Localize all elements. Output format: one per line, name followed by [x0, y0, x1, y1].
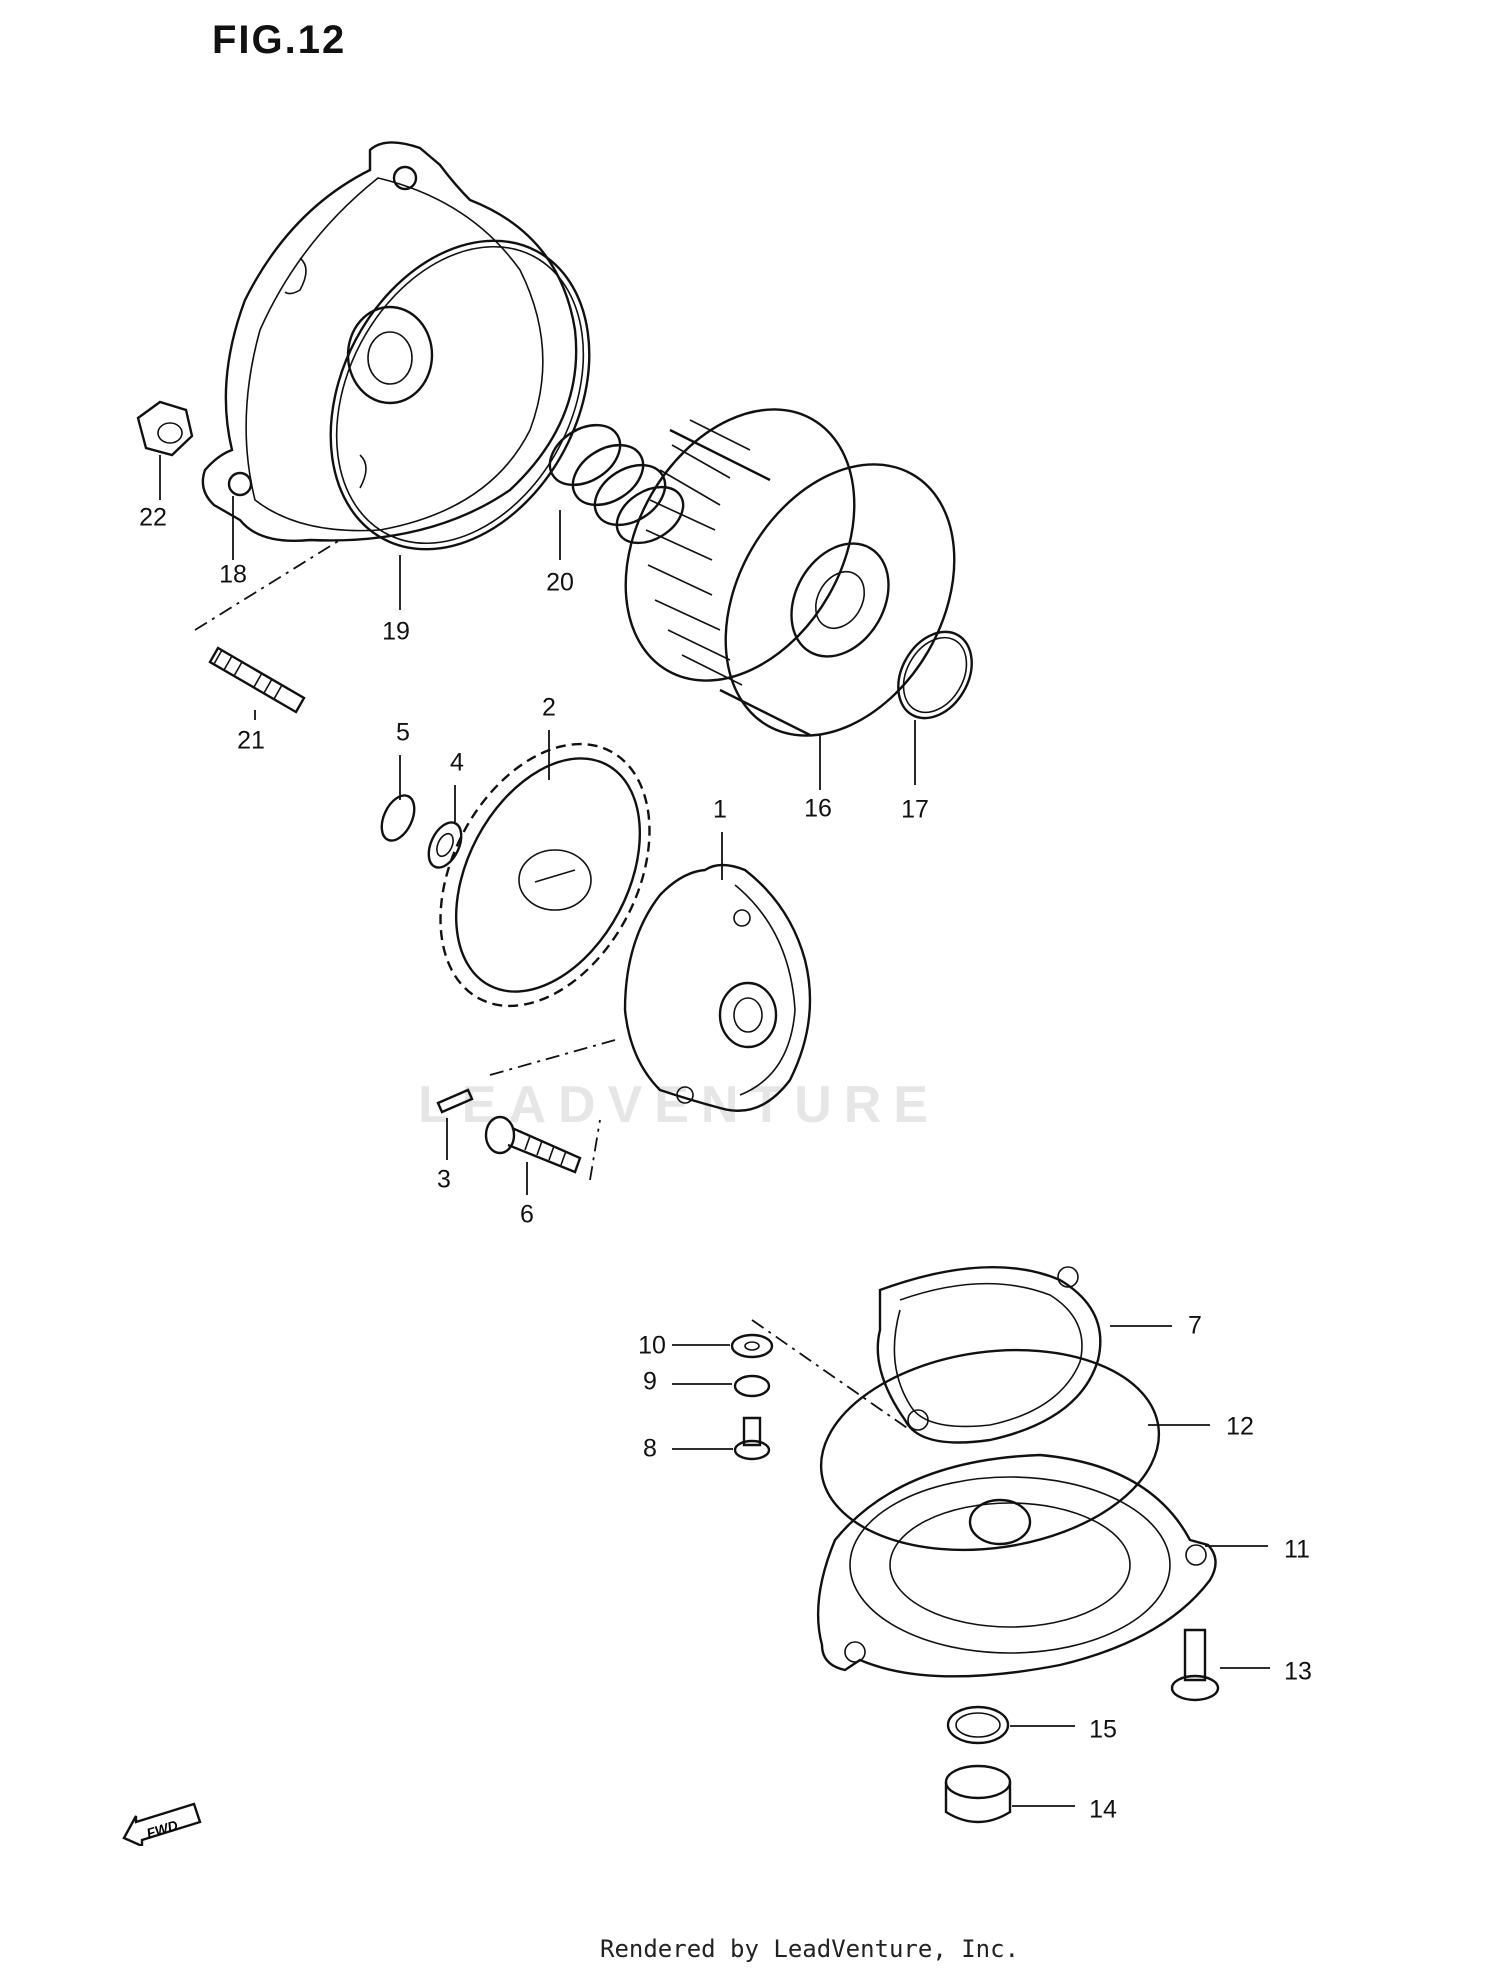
callout-11: 11: [1284, 1535, 1310, 1564]
oil-filter-cap-part: [201, 141, 578, 542]
oil-filter-element-part: [624, 408, 956, 737]
callout-8: 8: [643, 1434, 657, 1463]
circlip-part: [380, 794, 416, 842]
callout-1: 1: [713, 795, 727, 824]
callout-15: 15: [1089, 1715, 1117, 1744]
oil-pump-body-part: [623, 863, 812, 1112]
callout-5: 5: [396, 718, 410, 747]
cap-nut-part: [136, 400, 194, 457]
callout-16: 16: [804, 794, 832, 823]
callout-10: 10: [638, 1331, 666, 1360]
filter-cover-part: [816, 1453, 1217, 1678]
watermark: LEADVENTURE: [418, 1076, 941, 1134]
o-ring-19-part: [329, 239, 591, 551]
callout-2: 2: [542, 693, 556, 722]
callout-3: 3: [437, 1165, 451, 1194]
callout-4: 4: [450, 748, 464, 777]
screw-8-part: [733, 1416, 771, 1461]
callout-17: 17: [901, 795, 929, 824]
callout-19: 19: [382, 617, 410, 646]
o-ring-12-part: [819, 1348, 1161, 1552]
pump-screw-part: [484, 1115, 582, 1174]
bolt-13-part: [1170, 1628, 1220, 1702]
o-ring-17-part: [897, 630, 973, 720]
figure-title: FIG.12: [212, 18, 347, 62]
callout-12: 12: [1226, 1412, 1254, 1441]
callout-13: 13: [1284, 1657, 1312, 1686]
fwd-arrow-icon: FWD: [122, 1800, 202, 1851]
lock-washer-part: [733, 1374, 771, 1398]
callout-14: 14: [1089, 1795, 1117, 1824]
plug-gasket-part: [946, 1705, 1010, 1745]
spring-part: [548, 423, 685, 545]
washer-10-part: [730, 1333, 774, 1359]
stud-bolt-part: [208, 646, 306, 714]
drain-plug-part: [944, 1764, 1012, 1824]
callout-21: 21: [237, 726, 265, 755]
callout-20: 20: [546, 568, 574, 597]
gasket-part: [876, 1265, 1102, 1444]
callout-22: 22: [139, 503, 167, 532]
leader-lines: [159, 455, 1270, 1807]
callout-9: 9: [643, 1367, 657, 1396]
dowel-pin-part: [436, 1088, 474, 1114]
washer-4-part: [427, 821, 463, 869]
callout-18: 18: [219, 560, 247, 589]
footer-credit: Rendered by LeadVenture, Inc.: [600, 1935, 1020, 1963]
oil-pump-gear-part: [439, 742, 651, 1008]
callout-6: 6: [520, 1200, 534, 1229]
callout-7: 7: [1188, 1311, 1202, 1340]
